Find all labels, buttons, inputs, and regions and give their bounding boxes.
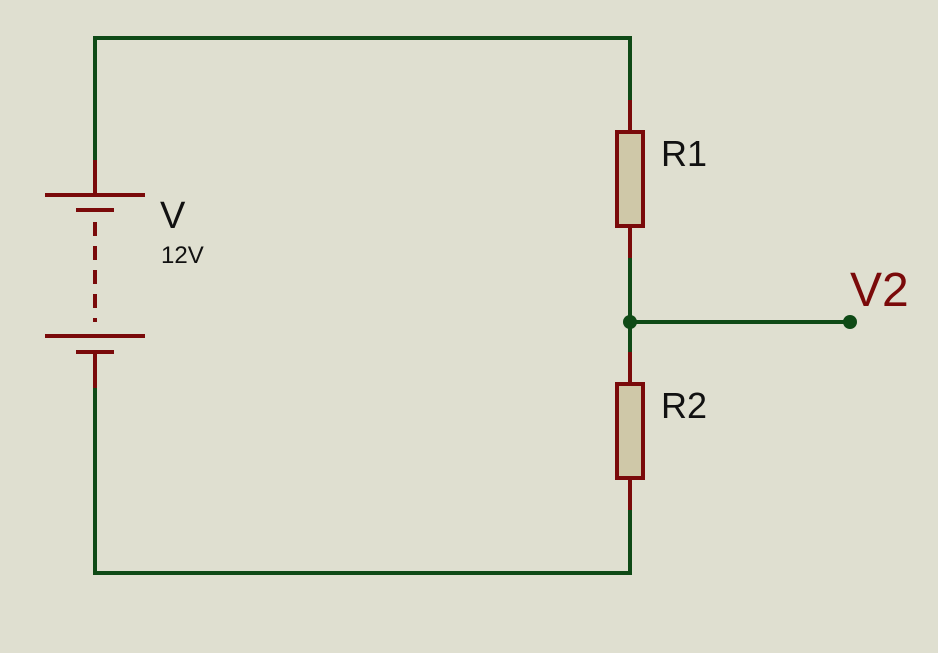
wire-bottom	[93, 386, 632, 575]
resistor-r2[interactable]	[615, 352, 645, 510]
battery-name-label: V	[160, 195, 186, 237]
junction-dot	[623, 315, 637, 329]
r1-body	[615, 130, 645, 228]
resistor-r1[interactable]	[615, 100, 645, 258]
r2-label: R2	[661, 385, 707, 426]
r2-body	[615, 382, 645, 480]
battery-value-label: 12V	[161, 242, 204, 269]
wires	[93, 36, 852, 575]
battery-symbol[interactable]	[45, 160, 145, 388]
probe-terminal-dot[interactable]	[843, 315, 857, 329]
probe-label: V2	[850, 264, 909, 317]
r1-label: R1	[661, 133, 707, 174]
wire-top	[93, 36, 632, 162]
